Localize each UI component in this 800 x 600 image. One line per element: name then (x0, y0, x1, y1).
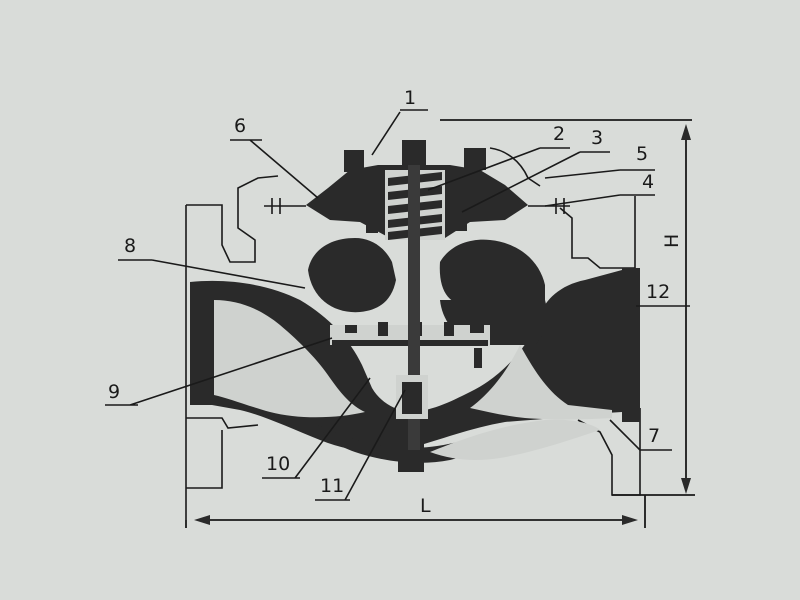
inlet-passage (214, 300, 365, 418)
part-label-5: 5 (636, 143, 648, 165)
dimension-labels: H L (420, 234, 683, 517)
right-seat-housing (439, 239, 545, 306)
dimension-label-l: L (420, 495, 431, 517)
left-bonnet-flange-bolt (264, 198, 306, 214)
part-label-8: 8 (124, 235, 136, 257)
part-label-4: 4 (642, 171, 654, 193)
part-label-1: 1 (404, 87, 416, 109)
l-arrow-right (622, 515, 638, 525)
left-top-nut (344, 150, 364, 172)
leader-8 (118, 259, 306, 289)
part-label-7: 7 (648, 425, 660, 447)
stem-top (402, 140, 426, 165)
l-arrow-left (194, 515, 210, 525)
part-label-6: 6 (234, 115, 246, 137)
leader-6 (230, 139, 319, 199)
leader-9 (105, 337, 333, 406)
right-top-nut (464, 148, 486, 170)
leader-2 (427, 147, 570, 191)
left-flange-outline (185, 175, 279, 520)
right-bonnet-bolt (455, 203, 467, 231)
leader-5 (544, 169, 655, 179)
leader-1 (371, 109, 428, 156)
left-flange (190, 282, 212, 405)
leader-10 (262, 377, 371, 479)
part-label-3: 3 (591, 127, 603, 149)
part-labels: 1 2 3 4 5 6 7 8 9 10 11 12 (108, 87, 670, 497)
leader-lines (105, 109, 690, 501)
left-bonnet-bolt (366, 205, 378, 233)
right-flange (622, 268, 640, 422)
h-arrow-bottom (681, 478, 691, 494)
part-label-2: 2 (553, 123, 565, 145)
dimensions (185, 119, 695, 528)
left-seat-housing (308, 238, 396, 313)
leader-11 (315, 389, 406, 501)
part-label-10: 10 (266, 453, 290, 475)
h-arrow-top (681, 124, 691, 140)
valve-body (185, 140, 641, 520)
outlet-passage (470, 345, 612, 420)
leader-4 (544, 194, 655, 207)
part-label-12: 12 (646, 281, 670, 303)
stem-guide-core (402, 382, 422, 414)
leader-3 (461, 151, 610, 213)
part-label-11: 11 (320, 475, 344, 497)
lower-lens (430, 419, 600, 460)
dimension-label-h: H (661, 234, 683, 248)
leader-7 (609, 419, 672, 451)
left-lower-flange-outline (186, 417, 259, 489)
l-extension-lines (185, 495, 646, 528)
part-label-9: 9 (108, 381, 120, 403)
